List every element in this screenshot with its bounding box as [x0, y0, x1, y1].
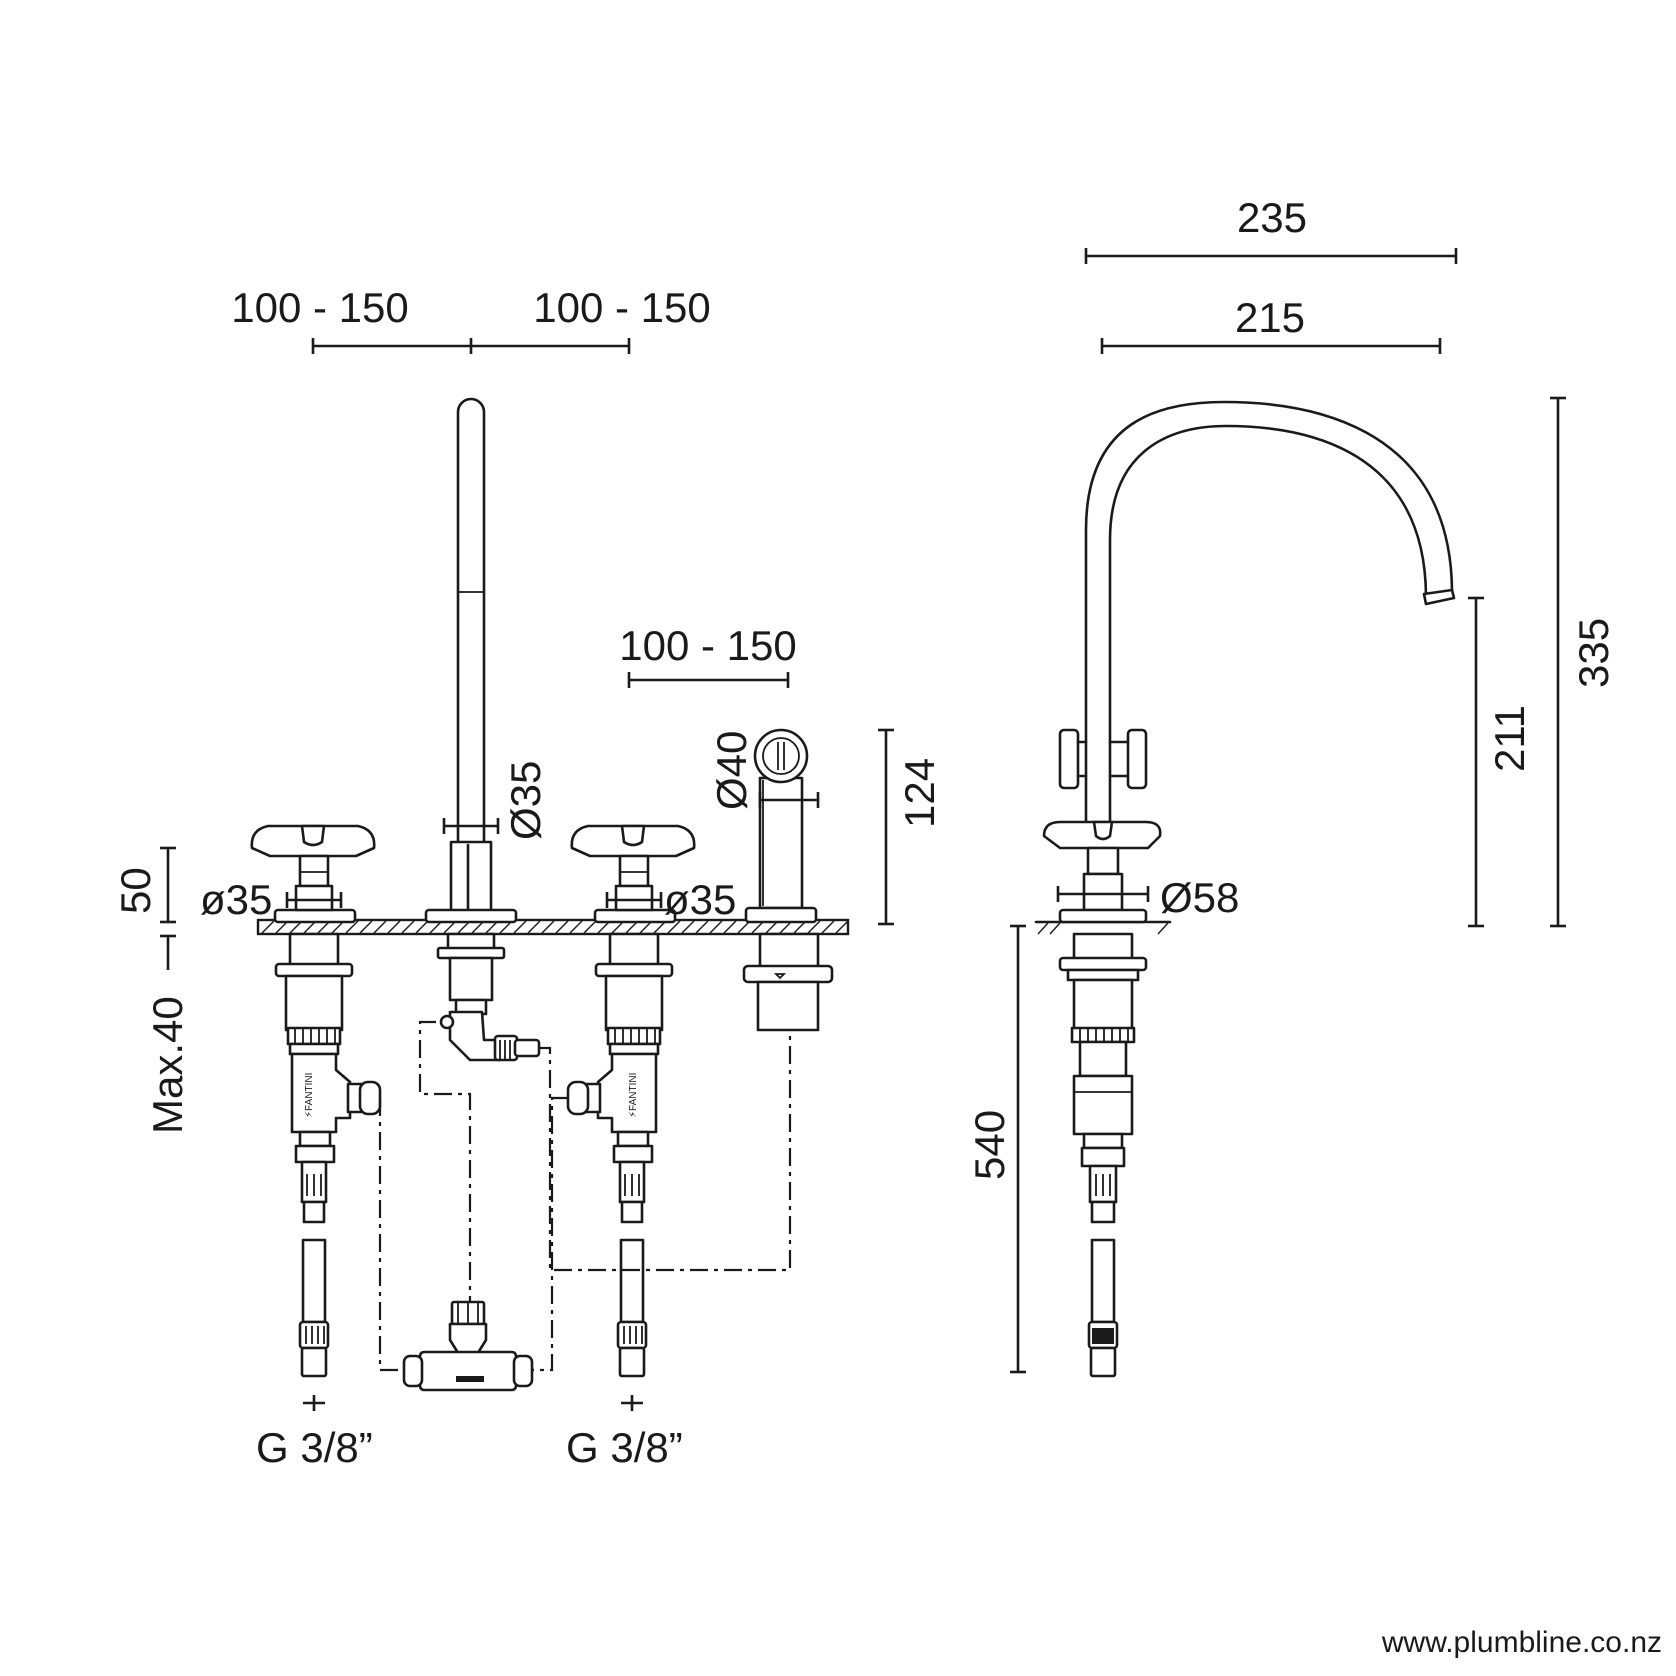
label-hose-length: 540 — [966, 1110, 1013, 1180]
label-reach-overall: 235 — [1237, 194, 1307, 241]
front-view: ⚡FANTINI — [112, 284, 943, 1471]
svg-text:⚡FANTINI: ⚡FANTINI — [304, 1073, 315, 1118]
spout-assembly — [424, 397, 541, 1062]
label-connection-left: G 3/8” — [256, 1424, 373, 1471]
label-connection-right: G 3/8” — [566, 1424, 683, 1471]
side-view: 235 215 335 211 Ø58 540 — [966, 194, 1617, 1378]
deck-hatch-line — [373, 920, 387, 934]
valve-right: ⚡FANTINI — [566, 824, 696, 1378]
deck-hatch-line — [513, 920, 527, 934]
t-connector — [402, 1300, 534, 1392]
label-outlet-height: 211 — [1486, 705, 1533, 772]
deck-hatch-line — [583, 920, 597, 934]
deck-hatch-line — [807, 920, 821, 934]
deck-hatch-line — [345, 920, 359, 934]
hose-routes — [378, 1020, 792, 1372]
label-handle-height: 50 — [112, 867, 159, 914]
deck-hatch-line — [835, 920, 849, 934]
counter-hatch-line — [1037, 922, 1049, 935]
label-handle-left-diameter: ø35 — [200, 876, 272, 923]
side-counter — [1034, 920, 1172, 935]
deck-hatch-line — [723, 920, 737, 934]
label-total-height: 335 — [1570, 618, 1617, 688]
deck-hatch-line — [359, 920, 373, 934]
handshower — [742, 728, 834, 1032]
side-dimension-lines — [1010, 248, 1566, 1374]
counter-hatch-line — [1049, 922, 1061, 935]
label-spout-diameter: Ø35 — [502, 761, 549, 840]
label-spacing-handshower: 100 - 150 — [619, 622, 796, 669]
valve-left: ⚡FANTINI — [250, 824, 382, 1378]
label-spacing-right: 100 - 150 — [533, 284, 710, 331]
svg-text:⚡FANTINI: ⚡FANTINI — [628, 1073, 639, 1118]
deck-hatch-line — [821, 920, 835, 934]
label-reach-outlet: 215 — [1235, 294, 1305, 341]
deck-hatch-line — [401, 920, 415, 934]
counter-hatch-line — [1157, 922, 1169, 935]
deck-hatch-line — [527, 920, 541, 934]
label-spacing-left: 100 - 150 — [231, 284, 408, 331]
deck-hatch-line — [541, 920, 555, 934]
label-handshower-diameter: Ø40 — [708, 731, 755, 810]
label-handle-right-diameter: ø35 — [664, 876, 736, 923]
deck-hatch-line — [709, 920, 723, 934]
side-spout — [1042, 400, 1456, 1378]
footer-website[interactable]: www.plumbline.co.nz — [1381, 1626, 1662, 1659]
deck-hatch-line — [569, 920, 583, 934]
front-dimension-lines — [160, 338, 894, 1411]
deck-hatch-line — [695, 920, 709, 934]
deck-hatch-line — [555, 920, 569, 934]
deck-hatch-line — [387, 920, 401, 934]
label-base-diameter: Ø58 — [1160, 874, 1239, 921]
label-deck-thickness: Max.40 — [144, 996, 191, 1134]
deck-hatch-line — [415, 920, 429, 934]
deck-hatch-line — [681, 920, 695, 934]
deck-hatch-line — [667, 920, 681, 934]
label-handshower-height: 124 — [896, 758, 943, 828]
deck-hatch-line — [261, 920, 275, 934]
